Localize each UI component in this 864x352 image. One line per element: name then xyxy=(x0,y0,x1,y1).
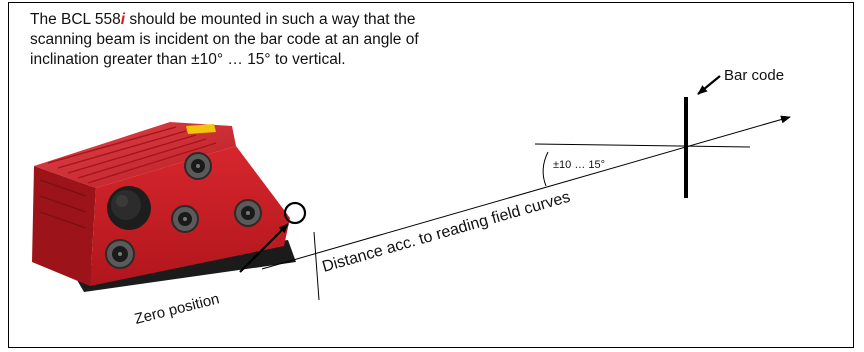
zero-reference-line xyxy=(314,232,319,300)
scanner-device xyxy=(32,122,296,292)
distance-label: Distance acc. to reading field curves xyxy=(320,189,572,276)
angle-label: ±10 … 15° xyxy=(553,159,605,171)
zero-position-label: Zero position xyxy=(133,290,221,327)
angle-arc xyxy=(543,152,548,186)
zero-position-marker xyxy=(285,203,305,223)
connector-1 xyxy=(185,153,211,179)
connector-2 xyxy=(172,206,198,232)
horizontal-reference-line xyxy=(535,144,750,147)
connector-4 xyxy=(106,240,134,268)
bar-code-pointer-arrow xyxy=(698,76,720,94)
connector-3 xyxy=(235,200,261,226)
scan-beam-arrow xyxy=(262,117,790,269)
bar-code-label: Bar code xyxy=(724,67,784,84)
black-cap xyxy=(107,186,151,230)
